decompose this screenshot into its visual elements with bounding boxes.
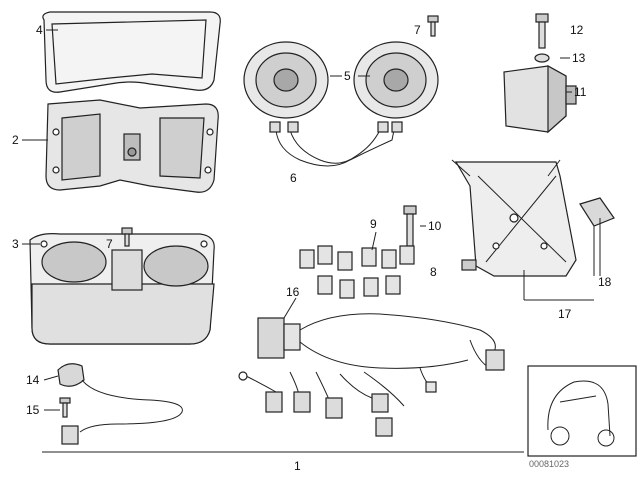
label-part-14: 14	[26, 373, 40, 387]
label-part-8: 8	[430, 265, 437, 279]
part-18-pad	[579, 197, 615, 227]
label-part-9: 9	[370, 217, 377, 231]
part-3-speaker-panel	[29, 233, 215, 345]
label-part-6: 6	[290, 171, 297, 185]
label-part-10: 10	[428, 219, 442, 233]
part-16-harness	[238, 313, 505, 437]
part-13-washer	[534, 53, 550, 63]
leader-lines	[22, 29, 601, 411]
part-15-screw	[59, 397, 71, 418]
part-8-9-clips	[299, 245, 415, 299]
label-part-11: 11	[574, 85, 587, 99]
part-17-bracket	[451, 159, 577, 277]
drawing-code: 00081023	[529, 459, 569, 469]
part-7-screw-top	[427, 15, 439, 37]
part-10-screw	[403, 205, 417, 247]
vehicle-thumbnail	[527, 365, 637, 457]
label-part-1: 1	[294, 459, 301, 473]
label-part-13: 13	[572, 51, 586, 65]
label-part-18: 18	[598, 275, 612, 289]
part-5-speaker-right	[353, 41, 439, 119]
label-part-2: 2	[12, 133, 19, 147]
label-part-12: 12	[570, 23, 584, 37]
label-part-17: 17	[558, 307, 572, 321]
part-6-speaker-wiring	[269, 121, 403, 167]
part-5-speaker-left	[243, 41, 329, 119]
label-part-7-top: 7	[414, 23, 421, 37]
label-part-15: 15	[26, 403, 40, 417]
part-12-bolt	[535, 13, 549, 49]
part-4-cover	[42, 11, 221, 93]
label-part-7-mid: 7	[106, 237, 113, 251]
label-part-3: 3	[12, 237, 19, 251]
label-part-5: 5	[344, 69, 351, 83]
part-7-screw-mid	[121, 227, 133, 247]
label-part-4: 4	[36, 23, 43, 37]
part-2-housing	[45, 99, 219, 193]
part-11-control-unit	[503, 64, 577, 134]
part-14-antenna	[57, 363, 183, 445]
label-part-16: 16	[286, 285, 300, 299]
